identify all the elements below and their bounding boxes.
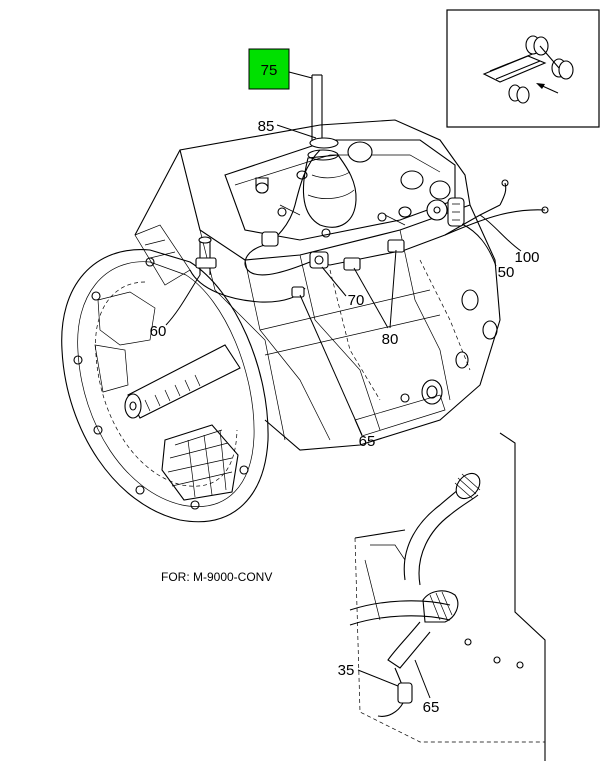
- callout-70: 70: [348, 292, 365, 309]
- chassis-locator-icon: [482, 35, 574, 104]
- detail-view: [349, 432, 546, 761]
- harness-connector-70: [309, 251, 329, 269]
- shift-lever: [303, 74, 357, 228]
- harness-clip-60: [195, 236, 217, 275]
- top-cover: [224, 139, 456, 241]
- callout-labels: 75 85 100 50 70 60 80 65 35 65: [150, 48, 540, 716]
- callout-35: 35: [338, 662, 355, 679]
- bell-housing: [61, 249, 269, 523]
- callout-65-detail: 65: [423, 699, 440, 716]
- input-shaft: [124, 344, 241, 419]
- transmission-case: [134, 119, 501, 451]
- model-note: FOR: M-9000-CONV: [161, 570, 272, 584]
- wiring-harness: [189, 149, 549, 303]
- harness-clip-80-left: [343, 257, 361, 271]
- callout-75: 75: [261, 62, 278, 79]
- callout-80: 80: [382, 331, 399, 348]
- flange-bolt-holes: [73, 257, 249, 510]
- leader-lines: [165, 71, 522, 699]
- rear-bosses: [400, 289, 498, 405]
- callout-65-main: 65: [359, 433, 376, 450]
- harness-connector-50: [447, 197, 465, 227]
- callout-85: 85: [258, 118, 275, 135]
- locator-inset: [446, 9, 600, 128]
- callout-60: 60: [150, 323, 167, 340]
- callout-50: 50: [498, 264, 515, 281]
- harness-clip-65: [291, 286, 305, 298]
- callout-100: 100: [514, 249, 539, 266]
- inspection-grille: [161, 424, 239, 501]
- highlighted-callout-75-box: [248, 48, 290, 90]
